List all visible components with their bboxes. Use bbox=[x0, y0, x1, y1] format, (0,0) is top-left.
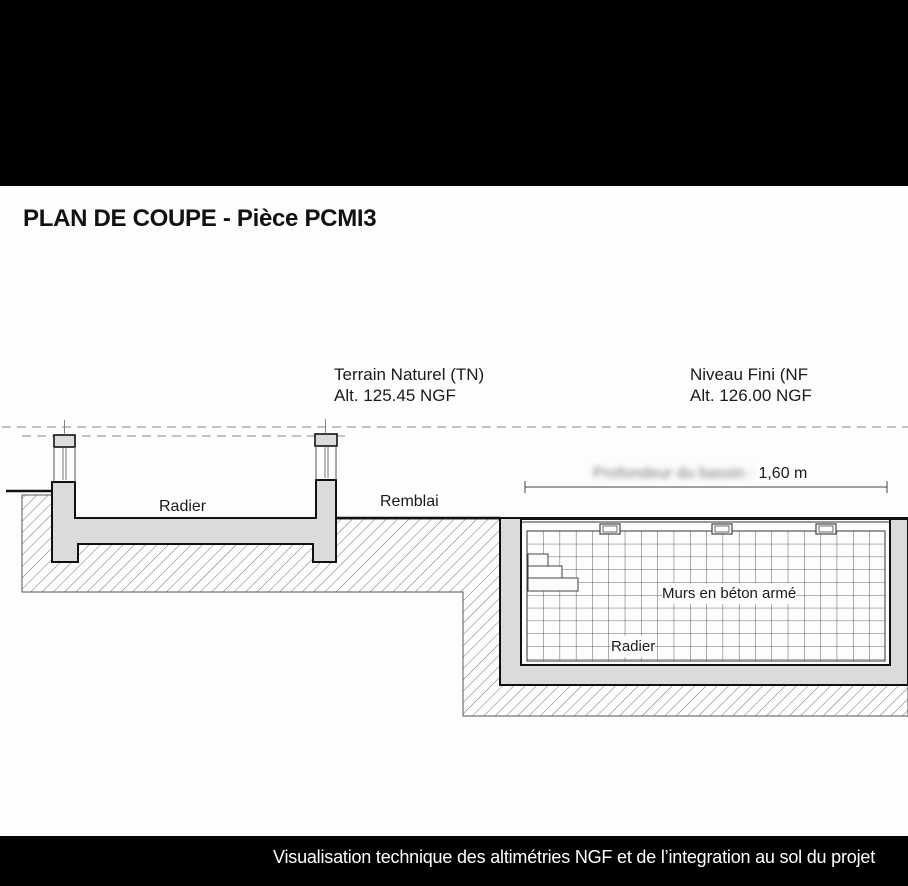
nf-altitude: Alt. 126.00 NGF bbox=[690, 386, 812, 405]
depth-value: 1,60 m bbox=[758, 465, 808, 482]
top-black-band bbox=[0, 0, 908, 186]
tn-altitude: Alt. 125.45 NGF bbox=[334, 386, 456, 405]
skimmers bbox=[599, 523, 837, 535]
tn-label: Terrain Naturel (TN) bbox=[334, 365, 485, 384]
post-right bbox=[314, 419, 338, 480]
pool-steps bbox=[527, 553, 579, 592]
page-title: PLAN DE COUPE - Pièce PCMI3 bbox=[23, 205, 377, 232]
blurred-depth-caption: Profondeur du bassin : bbox=[593, 465, 754, 482]
radier-left-slab bbox=[51, 479, 337, 563]
walls-label: Murs en béton armé bbox=[662, 583, 797, 604]
post-left bbox=[53, 420, 76, 482]
nf-label-block: Niveau Fini (NF Alt. 126.00 NGF bbox=[690, 364, 812, 406]
tn-label-block: Terrain Naturel (TN) Alt. 125.45 NGF bbox=[334, 364, 484, 406]
caption-bar: Visualisation technique des altimétries … bbox=[0, 836, 908, 886]
nf-label: Niveau Fini (NF bbox=[690, 365, 809, 384]
caption-text: Visualisation technique des altimétries … bbox=[272, 847, 875, 867]
depth-dimension-line bbox=[524, 481, 888, 493]
depth-dimension-label: Profondeur du bassin : 1,60 m bbox=[593, 463, 807, 484]
radier-pool-label: Radier bbox=[611, 636, 656, 657]
remblai-label: Remblai bbox=[380, 493, 439, 510]
radier-left-label: Radier bbox=[159, 498, 207, 515]
reference-dashed-lines bbox=[2, 426, 908, 437]
section-drawing bbox=[2, 419, 908, 717]
